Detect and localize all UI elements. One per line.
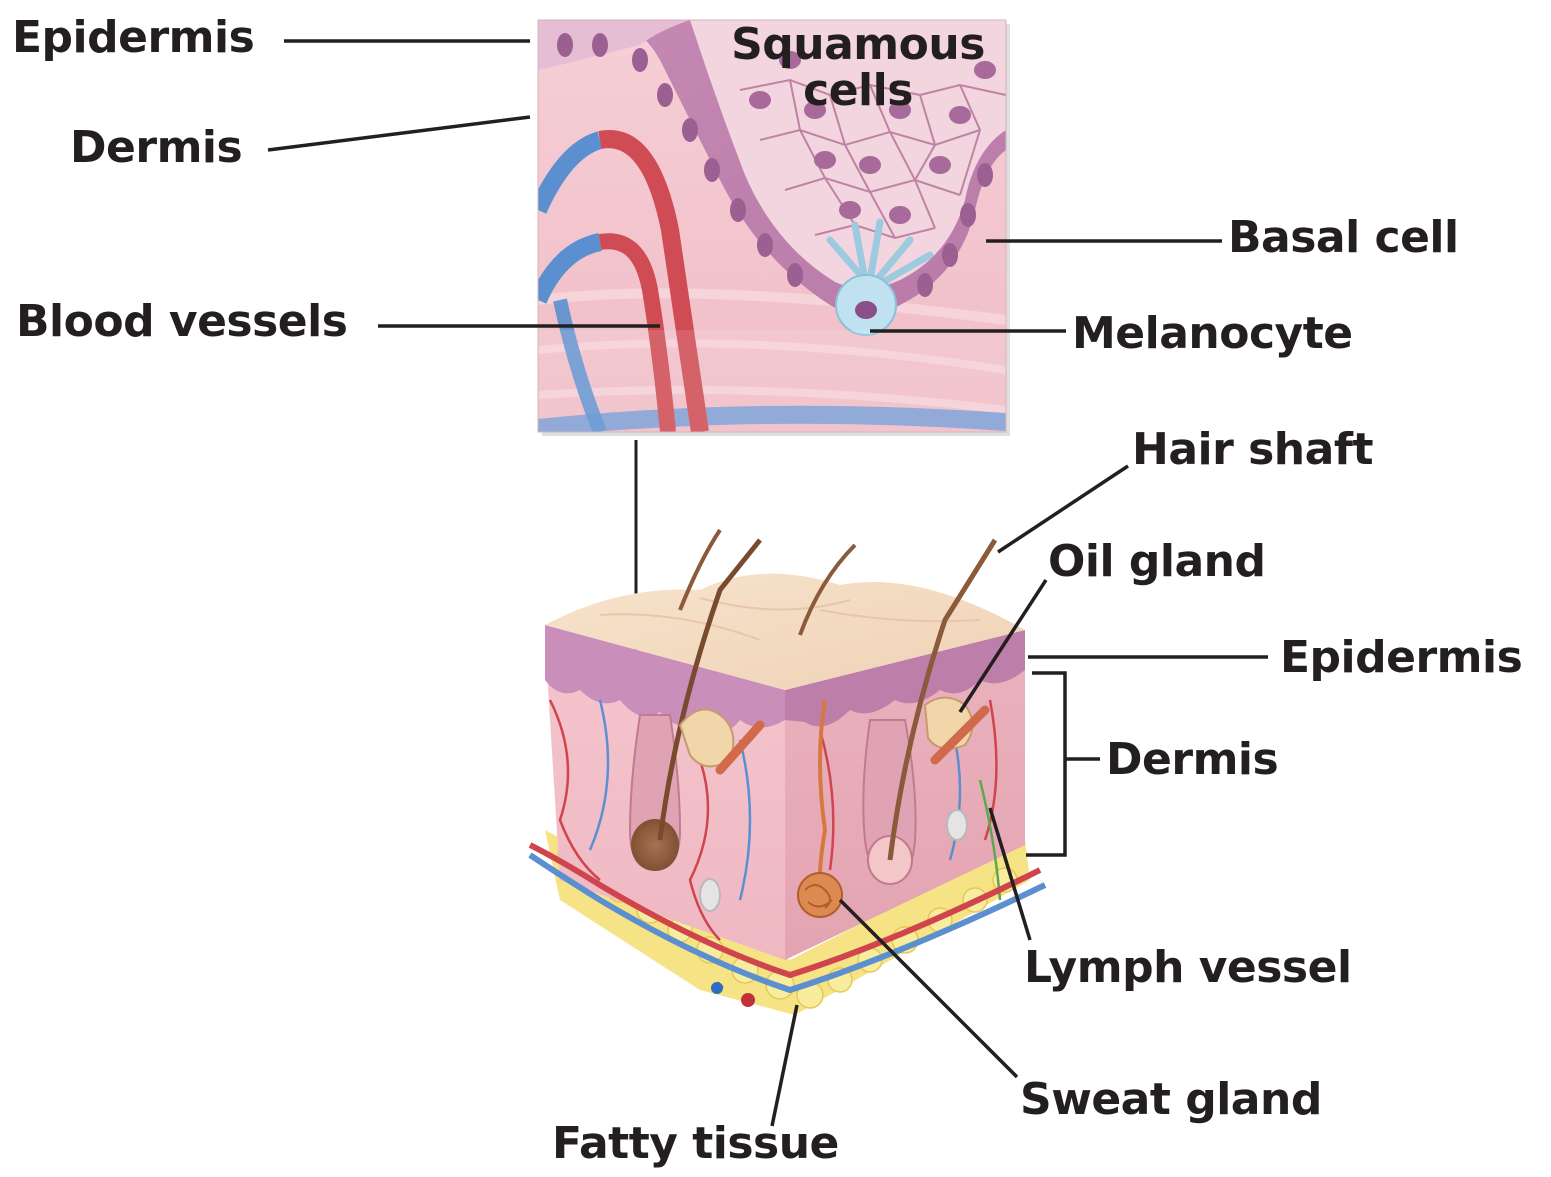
dermis-bracket (1026, 673, 1065, 855)
label-dermis-bottom: Dermis (1106, 738, 1278, 782)
label-dermis-top: Dermis (70, 126, 242, 170)
label-epidermis-top: Epidermis (12, 16, 254, 60)
label-lymph-vessel: Lymph vessel (1024, 946, 1352, 990)
label-hair-shaft: Hair shaft (1132, 428, 1373, 472)
label-squamous-cells: Squamous cells (718, 22, 998, 114)
label-melanocyte: Melanocyte (1072, 312, 1353, 356)
label-oil-gland: Oil gland (1048, 540, 1265, 584)
leader-dermis-top (268, 117, 530, 150)
label-epidermis-bottom: Epidermis (1280, 636, 1522, 680)
label-basal-cell: Basal cell (1228, 216, 1459, 260)
skin-block (530, 530, 1045, 1015)
label-blood-vessels: Blood vessels (16, 300, 347, 344)
label-fatty-tissue: Fatty tissue (552, 1122, 839, 1166)
label-sweat-gland: Sweat gland (1020, 1078, 1322, 1122)
leader-fatty-tissue (772, 1005, 797, 1126)
